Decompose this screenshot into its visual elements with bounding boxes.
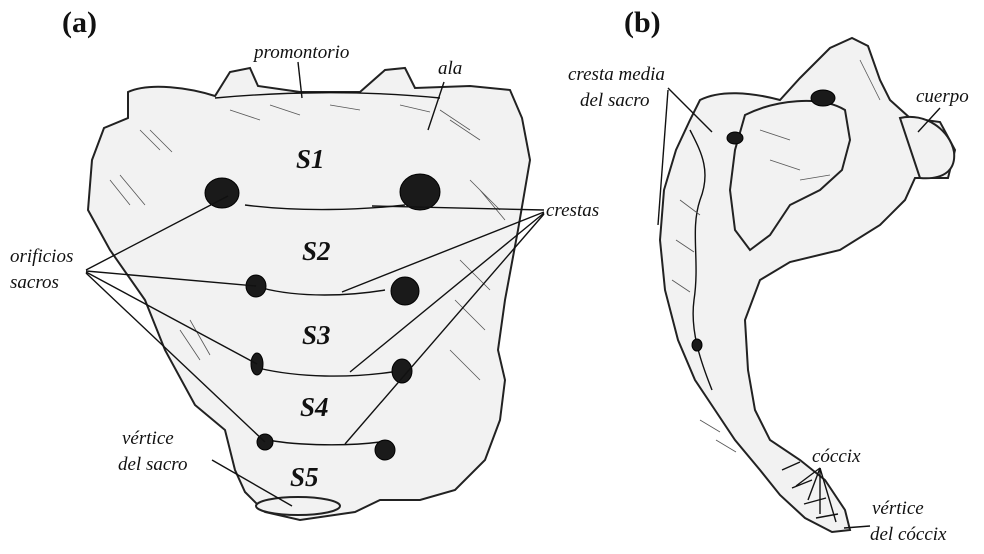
foramen-r2 <box>391 277 419 305</box>
foramen-r1 <box>400 174 440 210</box>
label-promontorio: promontorio <box>252 42 349 63</box>
segment-s5: S5 <box>290 462 319 492</box>
label-vertice-sacro-line1: vértice <box>122 428 174 449</box>
panel-label-b: (b) <box>624 6 661 39</box>
label-vertice-sacro-line2: del sacro <box>118 454 187 475</box>
label-orificios-line2: sacros <box>10 272 59 293</box>
lateral-foramen-2 <box>727 132 743 144</box>
label-coccix: cóccix <box>812 446 861 467</box>
label-crestas: crestas <box>546 200 599 221</box>
segment-s2: S2 <box>302 236 331 266</box>
label-cuerpo: cuerpo <box>916 86 969 107</box>
segment-s1: S1 <box>296 144 325 174</box>
segment-s4: S4 <box>300 392 329 422</box>
sacrum-apex <box>256 497 340 515</box>
sacrum-lateral-view <box>660 38 955 532</box>
label-cresta-media-line1: cresta media <box>568 64 665 85</box>
panel-label-a: (a) <box>62 6 97 39</box>
lateral-foramen-1 <box>811 90 835 106</box>
label-orificios-line1: orificios <box>10 246 73 267</box>
foramen-l1 <box>205 178 239 208</box>
label-vertice-coccix-line1: vértice <box>872 498 924 519</box>
foramen-r4 <box>375 440 395 460</box>
label-vertice-coccix-line2: del cóccix <box>870 524 947 545</box>
sacrum-anterior-view: S1 S2 S3 S4 S5 <box>88 68 530 520</box>
segment-s3: S3 <box>302 320 331 350</box>
label-cresta-media-line2: del sacro <box>580 90 649 111</box>
label-ala: ala <box>438 58 462 79</box>
lateral-foramen-3 <box>692 339 702 351</box>
